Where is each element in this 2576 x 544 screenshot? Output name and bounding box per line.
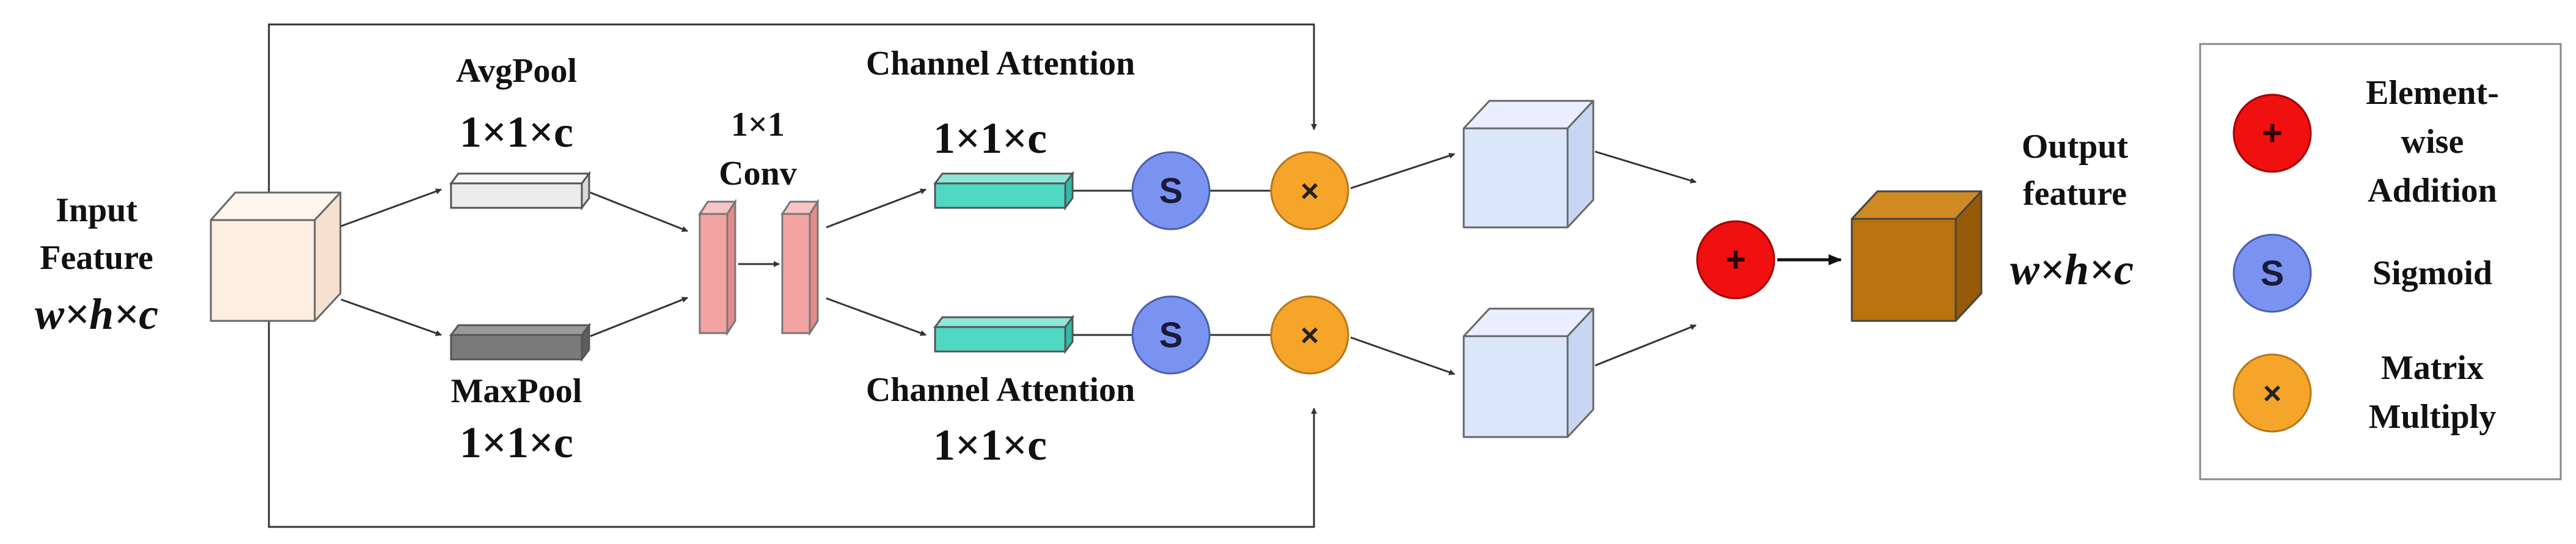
input-dims: w×h×c — [35, 290, 158, 339]
refined-feature-cube-top — [1462, 100, 1594, 229]
maxpool-bar-front — [450, 334, 583, 361]
arrows-multiply-to-cubes — [1350, 153, 1455, 375]
attention-bottom-label: Channel Attention — [866, 371, 1135, 409]
arrows-pools-to-conv — [590, 191, 780, 337]
maxpool-bar — [449, 322, 591, 362]
sigmoid-node-top: S — [1131, 151, 1211, 230]
arrow-maxpool-conv — [590, 296, 688, 337]
attention-bar-bottom — [933, 314, 1074, 355]
attention-top-label: Channel Attention — [866, 45, 1135, 83]
conv-label-line1: 1×1 — [731, 106, 785, 144]
svg-text:×: × — [2263, 376, 2281, 411]
input-cube-front — [210, 219, 316, 322]
output-cube-side — [1954, 190, 1983, 322]
legend-multiply-line2: Multiply — [2369, 398, 2496, 436]
mid-bottom-side — [1566, 307, 1594, 438]
input-cube-side — [314, 191, 342, 322]
attention-top-top — [933, 172, 1074, 185]
conv-block-2 — [780, 198, 820, 337]
legend-item-multiply: × Matrix Multiply — [2233, 349, 2496, 436]
mid-top-front — [1462, 127, 1569, 229]
svg-text:S: S — [2261, 254, 2284, 293]
svg-text:+: + — [1725, 240, 1746, 279]
maxpool-bar-top — [449, 324, 591, 336]
skip-connection-lines — [268, 23, 1317, 528]
legend-addition-line1: Element- — [2366, 74, 2499, 112]
arrows-input-to-pools — [340, 188, 442, 336]
svg-text:×: × — [1301, 174, 1319, 209]
arrow-avgpool-conv — [590, 191, 688, 232]
mid-bottom-front — [1462, 335, 1569, 438]
arrow-multiply-cube-top — [1350, 153, 1455, 189]
attention-top-front — [934, 182, 1066, 209]
output-dims: w×h×c — [2010, 245, 2134, 294]
add-node: + — [1696, 220, 1775, 300]
skip-line-bottom — [268, 318, 1317, 528]
arrows-cubes-to-add — [1594, 150, 1697, 367]
svg-text:×: × — [1301, 318, 1319, 353]
attention-top-dims: 1×1×c — [933, 114, 1047, 163]
legend-multiply-icon — [2233, 353, 2312, 433]
attention-bottom-top — [933, 316, 1074, 328]
conv1-front — [699, 213, 728, 334]
legend-item-addition: + Element- wise Addition — [2233, 74, 2499, 210]
legend-multiply-line1: Matrix — [2381, 349, 2484, 387]
multiply-node-bottom: × — [1270, 295, 1349, 375]
attention-bottom-dims: 1×1×c — [933, 421, 1047, 469]
attention-bar-top — [933, 171, 1074, 211]
legend-add-icon — [2233, 94, 2312, 173]
refined-feature-cube-bottom — [1462, 307, 1594, 438]
avgpool-bar-front — [450, 182, 583, 209]
avgpool-bar-top — [449, 172, 591, 185]
conv1-side — [726, 198, 736, 337]
output-title-line2: feature — [2023, 175, 2127, 213]
svg-text:+: + — [2262, 113, 2283, 153]
multiply-node-top: × — [1270, 151, 1349, 230]
attention-bottom-side — [1064, 314, 1074, 355]
mid-top-side — [1566, 100, 1594, 229]
input-title-line1: Input — [56, 191, 138, 229]
arrow-conv-attention-bottom — [826, 297, 927, 336]
output-feature-cube — [1851, 190, 1983, 322]
arrow-input-maxpool — [340, 298, 442, 336]
skip-line-top — [268, 23, 1317, 196]
legend-sigmoid-label: Sigmoid — [2372, 254, 2492, 292]
arrow-cube-top-add — [1594, 150, 1697, 184]
conv2-front — [781, 213, 811, 334]
avgpool-bar — [449, 171, 591, 211]
input-feature-cube — [210, 191, 342, 322]
sigmoid-node-bottom: S — [1131, 295, 1211, 375]
maxpool-bar-side — [581, 322, 590, 362]
svg-text:S: S — [1159, 315, 1183, 355]
arrow-cube-bottom-add — [1594, 324, 1697, 367]
avgpool-label: AvgPool — [456, 52, 577, 90]
connector-lines — [1073, 189, 1271, 336]
conv2-side — [809, 198, 819, 337]
svg-text:S: S — [1159, 171, 1183, 211]
legend-addition-line2: wise — [2401, 123, 2464, 161]
arrow-input-avgpool — [340, 188, 442, 227]
output-cube-front — [1851, 218, 1957, 322]
attention-top-side — [1064, 171, 1074, 211]
arrow-multiply-cube-bottom — [1350, 336, 1455, 375]
output-title-line1: Output — [2022, 128, 2129, 166]
conv-label-line2: Conv — [719, 155, 797, 193]
arrow-conv-attention-top — [826, 188, 927, 229]
maxpool-dims: 1×1×c — [460, 418, 573, 467]
legend-sigmoid-icon — [2233, 233, 2312, 313]
maxpool-label: MaxPool — [451, 372, 582, 410]
arrows-conv-to-attention — [826, 188, 927, 336]
legend-addition-line3: Addition — [2368, 172, 2497, 210]
legend-item-sigmoid: S Sigmoid — [2233, 233, 2492, 313]
attention-bottom-front — [934, 326, 1066, 353]
conv-block-1 — [698, 198, 737, 337]
input-title-line2: Feature — [40, 239, 153, 277]
avgpool-dims: 1×1×c — [460, 108, 573, 156]
avgpool-bar-side — [581, 171, 590, 211]
